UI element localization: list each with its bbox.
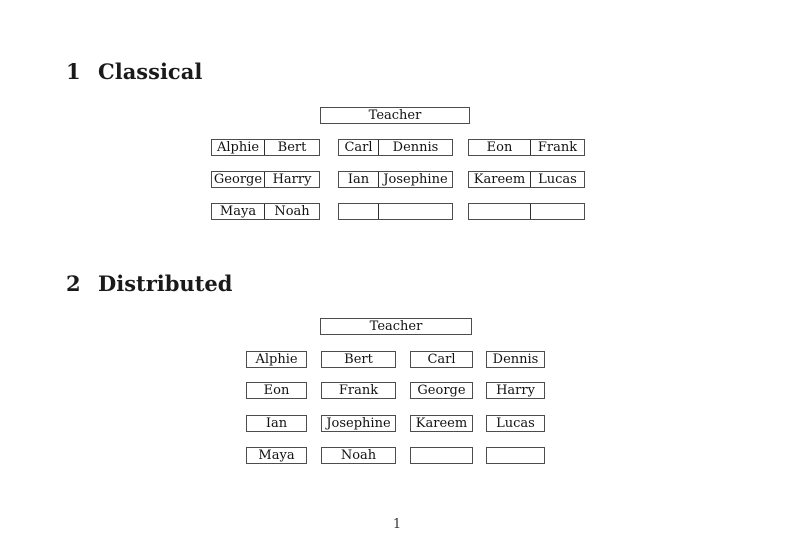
seat-cell: Josephine [383,172,448,187]
seat-cell: Kareem [469,172,531,187]
desk-box [468,203,585,220]
desk-box: Eon Frank [468,139,585,156]
seat-cell: Harry [272,172,312,187]
desk-box: Carl Dennis [338,139,453,156]
desk-box: George Harry [211,171,320,188]
teacher-box: Teacher [320,318,472,335]
seat-cell [469,204,531,219]
seat-box: Eon [246,382,307,399]
section-heading-classical: 1 Classical [66,59,202,84]
seat-cell: Carl [339,140,379,155]
desk-box: Kareem Lucas [468,171,585,188]
section-heading-distributed: 2 Distributed [66,271,232,296]
desk-box [338,203,453,220]
seat-cell: George [212,172,265,187]
seat-cell [531,204,584,219]
seat-cell: Dennis [392,140,439,155]
seat-box [486,447,545,464]
section-number: 2 [66,271,81,296]
seat-box [410,447,473,464]
seat-cell: Eon [469,140,531,155]
seat-box: Alphie [246,351,307,368]
page-number: 1 [392,517,402,532]
seat-box: Dennis [486,351,545,368]
seat-box: Kareem [410,415,473,432]
seat-box: Lucas [486,415,545,432]
desk-box: Alphie Bert [211,139,320,156]
desk-box: Ian Josephine [338,171,453,188]
seat-cell: Alphie [212,140,265,155]
seat-box: Josephine [321,415,396,432]
seat-cell: Noah [274,204,310,219]
section-title: Distributed [98,271,233,296]
seat-cell: Ian [339,172,379,187]
seat-cell: Maya [212,204,265,219]
seat-box: Noah [321,447,396,464]
seat-cell: Bert [277,140,307,155]
seat-box: Bert [321,351,396,368]
section-title: Classical [98,59,203,84]
seat-box: Frank [321,382,396,399]
seat-cell [339,204,379,219]
seat-box: Carl [410,351,473,368]
seat-cell [379,204,452,219]
seat-box: Harry [486,382,545,399]
seat-cell: Lucas [538,172,577,187]
seat-cell: Frank [537,140,578,155]
teacher-box: Teacher [320,107,470,124]
seat-box: George [410,382,473,399]
seat-box: Ian [246,415,307,432]
section-number: 1 [66,59,81,84]
desk-box: Maya Noah [211,203,320,220]
seat-box: Maya [246,447,307,464]
